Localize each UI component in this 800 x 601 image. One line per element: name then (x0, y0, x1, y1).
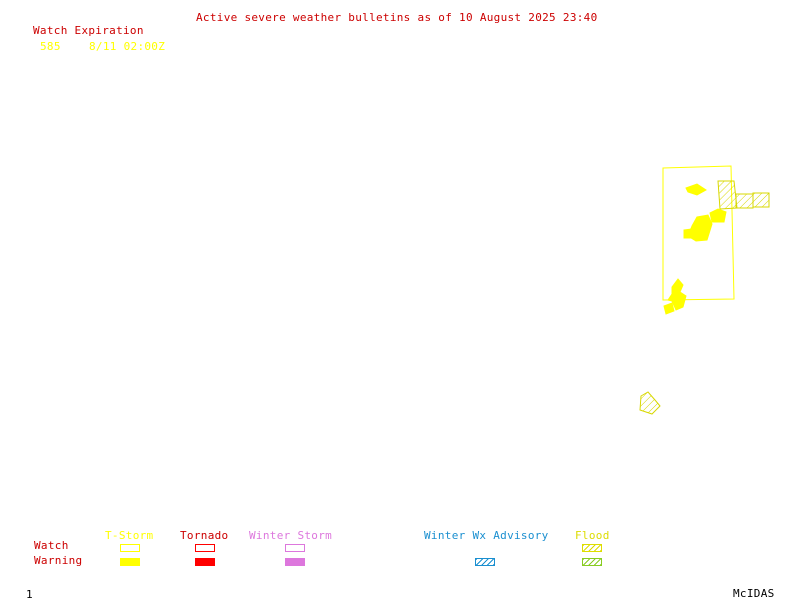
legend-col-tstorm: T-Storm (105, 529, 154, 542)
legend-col-winter-wx-advisory: Winter Wx Advisory (424, 529, 549, 542)
swatch-winter-storm-warning (285, 558, 305, 566)
frame-number: 1 (26, 588, 33, 601)
watch-expiration-heading: Watch Expiration (33, 24, 144, 37)
swatch-tornado-warning (195, 558, 215, 566)
swatch-flood-warning (582, 558, 602, 566)
swatch-tstorm-warning (120, 558, 140, 566)
tstorm-warning-areas (663, 183, 727, 315)
bulletin-title: Active severe weather bulletins as of 10… (196, 11, 598, 24)
legend-col-tornado: Tornado (180, 529, 229, 542)
watch-expires: 8/11 02:00Z (89, 40, 166, 53)
swatch-tornado-watch (195, 544, 215, 552)
legend-row-warning: Warning (34, 554, 83, 567)
watch-number: 585 (40, 40, 61, 53)
tstorm-watch-area (662, 165, 735, 301)
flood-warning-areas (639, 180, 770, 415)
swatch-tstorm-watch (120, 544, 140, 552)
legend-col-flood: Flood (575, 529, 610, 542)
swatch-flood-watch (582, 544, 602, 552)
mcidas-brand: McIDAS (733, 587, 775, 600)
legend-row-watch: Watch (34, 539, 69, 552)
legend-col-winter-storm: Winter Storm (249, 529, 333, 542)
swatch-winter-storm-watch (285, 544, 305, 552)
swatch-winter-wx-advisory-warning (475, 558, 495, 566)
